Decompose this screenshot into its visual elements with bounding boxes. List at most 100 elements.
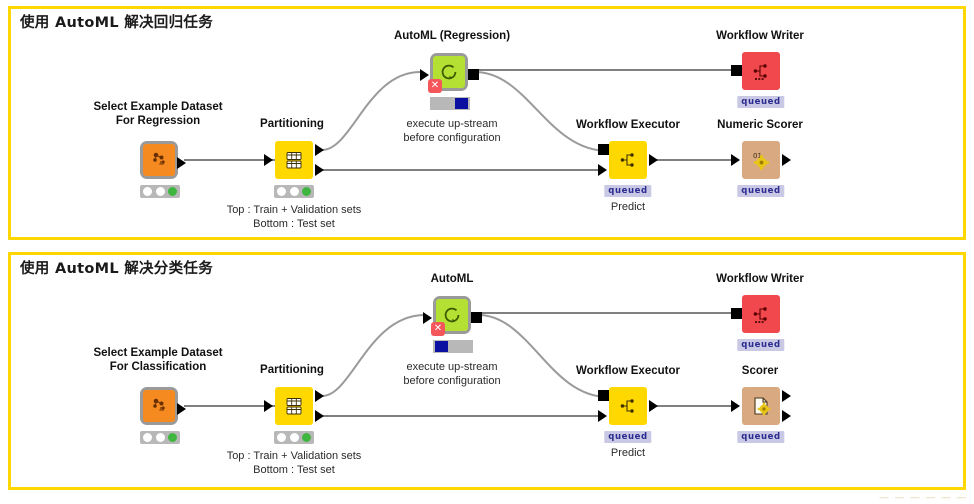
input-port-flowvar[interactable]	[598, 144, 609, 155]
input-port[interactable]	[264, 400, 273, 412]
label-line-1: Numeric Scorer	[717, 119, 803, 131]
status-bulb-yellow	[289, 433, 299, 442]
partition-note-classification: Top : Train + Validation sets Bottom : T…	[227, 449, 362, 477]
node-automl-classification[interactable]: ✕	[423, 296, 482, 336]
node-label-partitioning-regression: Partitioning	[260, 118, 324, 132]
node-label-automl-regression: AutoML (Regression)	[394, 30, 510, 44]
status-bulb-red	[143, 433, 153, 442]
node-dataset-classification[interactable]	[140, 387, 186, 425]
status-bulb-red	[277, 433, 287, 442]
status-bulb-green	[167, 187, 177, 196]
input-port[interactable]	[420, 69, 429, 81]
frame-title-classification: 使用 AutoML 解决分类任务	[20, 261, 214, 277]
label-line-1: AutoML	[430, 273, 474, 285]
status-bulb-green	[301, 187, 311, 196]
flowvar-indicator	[455, 98, 468, 109]
node-label-workflow-executor-regression: Workflow Executor	[576, 119, 680, 133]
output-port-test[interactable]	[315, 410, 324, 422]
node-flowvar-bar-automl-regression	[430, 97, 470, 110]
node-label-workflow-writer-regression: Workflow Writer	[716, 30, 804, 44]
label-line-2: For Regression	[115, 115, 201, 127]
output-port[interactable]	[649, 400, 658, 412]
input-port[interactable]	[264, 154, 273, 166]
numeric-scorer-icon: 01	[742, 141, 780, 179]
input-port[interactable]	[423, 312, 432, 324]
label-line-1: Workflow Executor	[576, 119, 680, 131]
node-label-automl-classification: AutoML	[431, 273, 474, 287]
note-line-2: before configuration	[403, 375, 501, 387]
watermark-strip: — — — — — —	[879, 492, 968, 502]
input-port-data[interactable]	[598, 410, 607, 422]
node-label-dataset-regression: Select Example Dataset For Regression	[93, 100, 222, 128]
input-port[interactable]	[731, 400, 740, 412]
note-line-2: before configuration	[403, 132, 501, 144]
document-scorer-icon	[742, 387, 780, 425]
output-port-test[interactable]	[315, 164, 324, 176]
error-badge-icon: ✕	[431, 322, 445, 336]
node-workflow-executor-regression[interactable]	[598, 141, 658, 179]
node-status-dataset-regression	[140, 185, 180, 198]
workflow-write-icon	[742, 295, 780, 333]
dataset-icon	[143, 390, 175, 422]
output-port-2[interactable]	[782, 410, 791, 422]
loop-refresh-icon: ✕	[431, 299, 468, 336]
executor-caption-classification: Predict	[610, 447, 646, 459]
label-line-1: Workflow Writer	[716, 30, 804, 42]
label-line-1: AutoML (Regression)	[393, 30, 511, 42]
output-port[interactable]	[177, 403, 186, 415]
automl-note-regression: execute up-stream before configuration	[403, 117, 500, 145]
automl-note-classification: execute up-stream before configuration	[403, 360, 500, 388]
note-line-1: Top : Train + Validation sets	[226, 204, 362, 216]
input-port-flowvar[interactable]	[731, 308, 742, 319]
node-status-badge-scorer: queued	[737, 431, 785, 443]
output-port[interactable]	[177, 157, 186, 169]
partition-table-icon	[275, 387, 313, 425]
loop-refresh-icon: ✕	[428, 56, 465, 93]
node-status-badge-workflow-writer-regression: queued	[737, 96, 785, 108]
node-numeric-scorer[interactable]: 01	[731, 141, 791, 179]
node-dataset-regression[interactable]	[140, 141, 186, 179]
input-port-data[interactable]	[598, 164, 607, 176]
label-line-1: Workflow Writer	[716, 273, 804, 285]
node-label-workflow-executor-classification: Workflow Executor	[576, 365, 680, 379]
workflow-exec-icon	[609, 387, 647, 425]
label-line-1: Partitioning	[260, 118, 324, 130]
output-port[interactable]	[782, 154, 791, 166]
node-status-badge-numeric-scorer: queued	[737, 185, 785, 197]
output-port[interactable]	[649, 154, 658, 166]
frame-title-regression: 使用 AutoML 解决回归任务	[20, 15, 214, 31]
note-line-1: execute up-stream	[406, 361, 498, 373]
output-port-train[interactable]	[315, 390, 324, 402]
input-port[interactable]	[731, 154, 740, 166]
note-line-2: Bottom : Test set	[253, 464, 335, 476]
node-label-workflow-writer-classification: Workflow Writer	[716, 273, 804, 287]
label-line-1: Partitioning	[260, 364, 324, 376]
output-port-flowvar[interactable]	[471, 312, 482, 323]
node-label-numeric-scorer: Numeric Scorer	[717, 119, 803, 133]
input-port-flowvar[interactable]	[731, 65, 742, 76]
node-automl-regression[interactable]: ✕	[420, 53, 479, 93]
output-port-1[interactable]	[782, 390, 791, 402]
output-port-train[interactable]	[315, 144, 324, 156]
node-partitioning-classification[interactable]	[264, 387, 324, 425]
node-status-partitioning-regression	[274, 185, 314, 198]
note-line-2: Bottom : Test set	[253, 218, 335, 230]
status-bulb-green	[301, 433, 311, 442]
output-port-flowvar[interactable]	[468, 69, 479, 80]
node-partitioning-regression[interactable]	[264, 141, 324, 179]
executor-caption-regression: Predict	[610, 201, 646, 213]
node-scorer-classification[interactable]	[731, 387, 791, 425]
node-workflow-writer-regression[interactable]	[731, 52, 780, 90]
label-line-1: Select Example Dataset	[93, 347, 223, 359]
dataset-icon	[143, 144, 175, 176]
input-port-flowvar[interactable]	[598, 390, 609, 401]
node-status-partitioning-classification	[274, 431, 314, 444]
label-line-2: For Classification	[109, 361, 207, 373]
node-workflow-writer-classification[interactable]	[731, 295, 780, 333]
label-line-1: Workflow Executor	[576, 365, 680, 377]
node-flowvar-bar-automl-classification	[433, 340, 473, 353]
svg-text:01: 01	[753, 152, 762, 160]
status-bulb-green	[167, 433, 177, 442]
node-workflow-executor-classification[interactable]	[598, 387, 658, 425]
